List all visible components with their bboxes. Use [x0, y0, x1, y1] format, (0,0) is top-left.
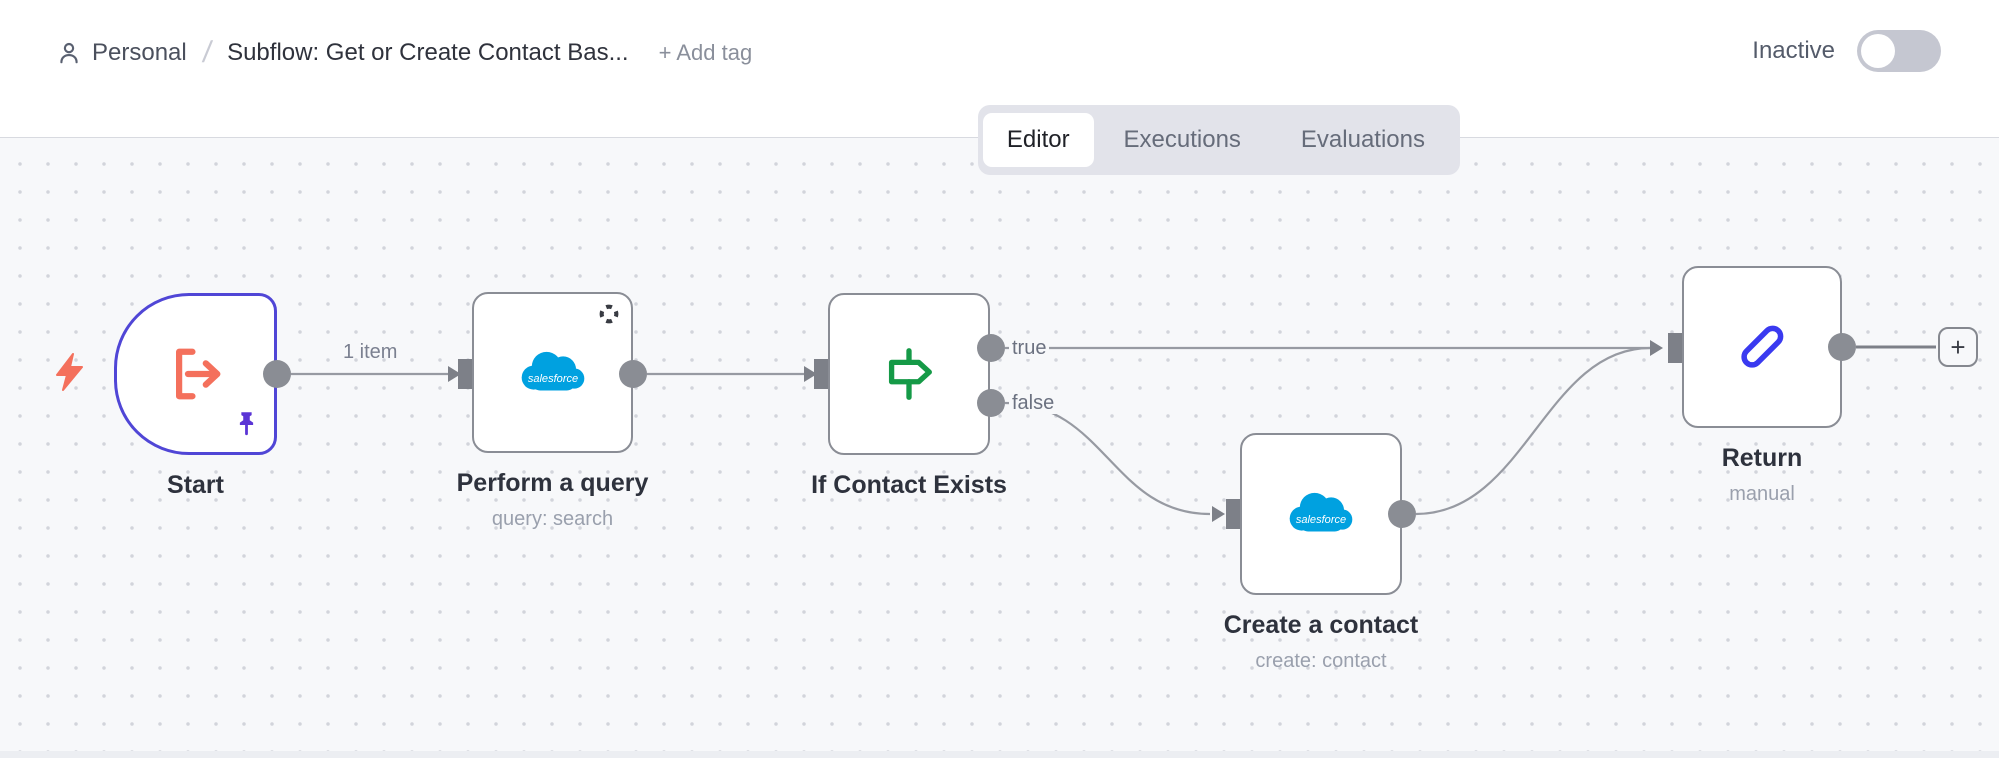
node-return-box[interactable] — [1682, 266, 1842, 428]
node-title: Return — [1721, 444, 1803, 472]
node-return: Return manual — [1682, 266, 1842, 505]
add-tag-button[interactable]: + Add tag — [658, 40, 753, 65]
workflow-title[interactable]: Subflow: Get or Create Contact Bas... — [227, 39, 629, 66]
breadcrumb-project-label: Personal — [92, 39, 187, 66]
node-subtitle: manual — [1729, 483, 1795, 505]
node-title: Perform a query — [456, 469, 649, 497]
svg-text:salesforce: salesforce — [1296, 514, 1346, 526]
tab-evaluations[interactable]: Evaluations — [1300, 126, 1425, 153]
pin-icon — [235, 409, 258, 442]
canvas-bottom-edge — [0, 751, 1999, 758]
node-perform-query: salesforce Perform a query query: search — [457, 292, 648, 530]
node-create-contact: salesforce Create a contact create: cont… — [1224, 433, 1418, 672]
user-icon — [60, 42, 78, 64]
view-tabbar: Editor Executions Evaluations — [978, 105, 1460, 175]
activation-control: Inactive — [1752, 30, 1941, 72]
connection-layer — [263, 333, 1936, 529]
salesforce-icon: salesforce — [1289, 492, 1353, 532]
node-title: If Contact Exists — [811, 471, 1007, 499]
breadcrumb-project[interactable]: Personal — [56, 39, 187, 67]
signpost-icon — [888, 348, 932, 400]
pencil-icon — [1741, 325, 1784, 368]
node-if-contact-exists-box[interactable] — [828, 293, 990, 455]
connection-items-label: 1 item — [343, 341, 398, 363]
breadcrumb-separator: / — [200, 36, 214, 69]
add-node-button[interactable]: + — [1938, 327, 1978, 367]
node-start: Start — [114, 293, 277, 499]
output-false-label: false — [1009, 392, 1058, 414]
tab-executions[interactable]: Executions — [1123, 126, 1241, 153]
breadcrumb: Personal / Subflow: Get or Create Contac… — [56, 36, 752, 70]
svg-text:salesforce: salesforce — [527, 373, 577, 385]
workflow-active-toggle[interactable] — [1857, 30, 1941, 72]
node-title: Create a contact — [1223, 611, 1419, 639]
tab-editor[interactable]: Editor — [983, 113, 1094, 167]
activation-status-label: Inactive — [1752, 37, 1835, 64]
trigger-bolt-icon — [52, 352, 86, 397]
node-subtitle: create: contact — [1255, 650, 1387, 672]
node-title: Start — [167, 471, 224, 499]
node-perform-query-box[interactable]: salesforce — [472, 292, 633, 453]
log-out-icon — [175, 348, 220, 400]
salesforce-icon: salesforce — [521, 351, 584, 390]
node-if-contact-exists: If Contact Exists — [811, 293, 1007, 499]
loop-indicator-icon — [598, 303, 620, 330]
node-start-box[interactable] — [114, 293, 277, 455]
workflow-canvas[interactable]: Start salesforce Perform a query query: … — [0, 138, 1999, 758]
toggle-knob — [1861, 34, 1895, 68]
node-subtitle: query: search — [491, 508, 614, 530]
node-create-contact-box[interactable]: salesforce — [1240, 433, 1402, 595]
output-true-label: true — [1009, 337, 1050, 359]
